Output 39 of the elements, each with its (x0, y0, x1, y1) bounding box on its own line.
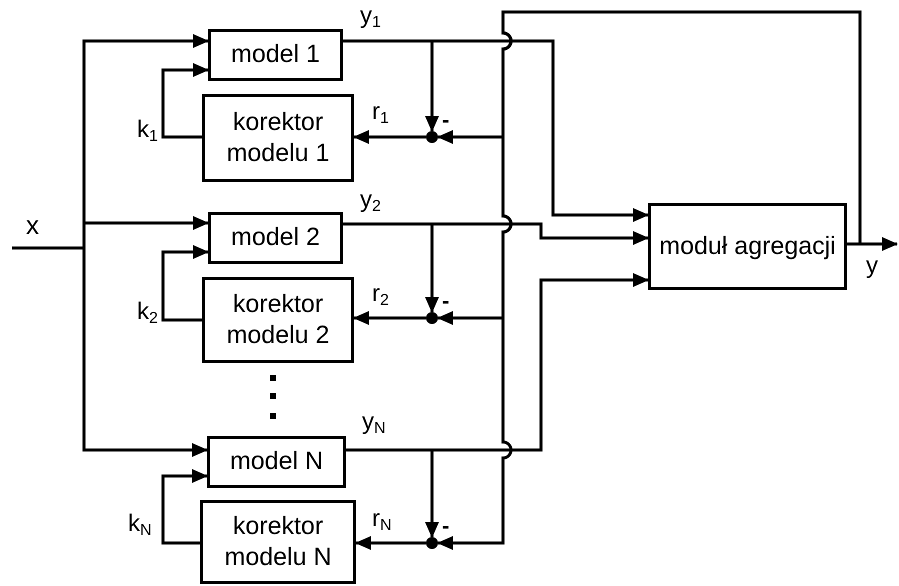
node-label: korektor modelu N (224, 510, 332, 573)
process-box (648, 203, 847, 290)
node-label: model 2 (230, 222, 321, 254)
arrow (162, 245, 209, 322)
arrow (162, 63, 209, 138)
arrow (353, 130, 426, 144)
edge-label: r$_{N}$ (372, 507, 392, 531)
edge-label: y$_{N}$ (362, 410, 386, 434)
arrow (353, 311, 426, 325)
arrow (343, 40, 439, 132)
edge-label: r$_{2}$ (372, 282, 389, 306)
node-label: korektor modelu 1 (226, 106, 330, 169)
arrow (12, 246, 208, 457)
node-label: model 1 (230, 39, 321, 70)
sign-label: - (442, 290, 450, 312)
process-box (202, 277, 354, 363)
process-box (207, 436, 346, 488)
sign-label: - (442, 109, 450, 131)
arrow (437, 10, 862, 550)
edge-label: r$_{1}$ (372, 100, 389, 124)
arrow (346, 448, 439, 538)
edge-label: y (866, 254, 878, 278)
node-label: model N (228, 446, 324, 478)
process-box (208, 212, 343, 264)
arrow (162, 469, 208, 544)
edge-label: k$_{2}$ (137, 300, 158, 324)
edge-label: y$_{2}$ (360, 188, 381, 212)
node-label: moduł agregacji (658, 230, 837, 262)
node-label: korektor modelu 2 (226, 288, 330, 351)
process-box (200, 500, 356, 584)
signal-label: x (26, 212, 39, 238)
process-box (208, 29, 343, 81)
arrow (343, 222, 439, 313)
arrow (355, 536, 426, 550)
edge-label: y$_{1}$ (360, 4, 381, 28)
sign-label: - (442, 515, 450, 537)
edge-label: k$_{1}$ (137, 118, 158, 142)
edge-label: k$_{N}$ (128, 512, 152, 536)
process-box (202, 94, 354, 182)
